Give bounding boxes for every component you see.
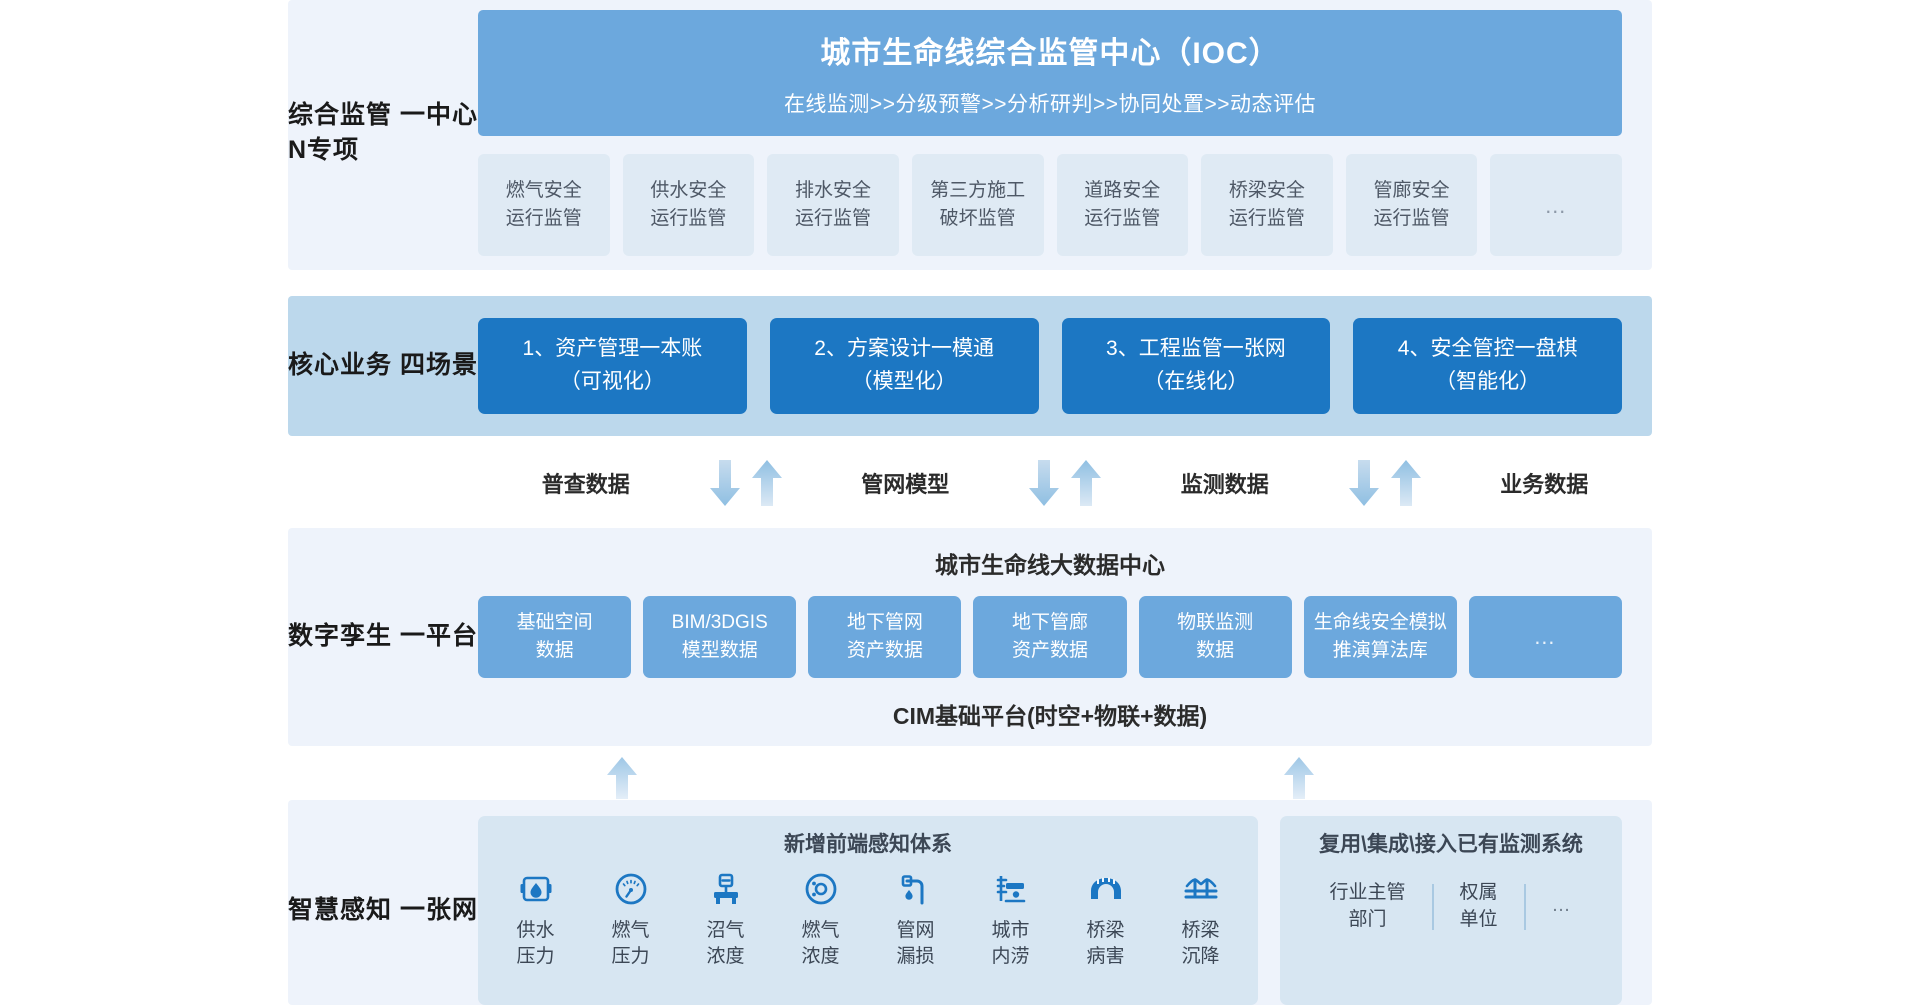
sensor-gas-concentration[interactable]: 燃气 浓度 <box>775 868 867 969</box>
core-scenarios-row: 1、资产管理一本账 （可视化） 2、方案设计一模通 （模型化） 3、工程监管一张… <box>478 318 1622 414</box>
ioc-body: 城市生命线综合监管中心（IOC） 在线监测>>分级预警>>分析研判>>协同处置>… <box>478 10 1622 256</box>
flow-label-business-data: 业务数据 <box>1500 472 1589 497</box>
dataset-underground-pipe-asset[interactable]: 地下管网 资产数据 <box>808 596 962 678</box>
new-front-end-sensing-panel: 新增前端感知体系 供水 压力 <box>478 816 1258 1005</box>
dataset-bim-3dgis-model[interactable]: BIM/3DGIS 模型数据 <box>643 596 797 678</box>
divider <box>1523 883 1526 930</box>
big-data-center-title: 城市生命线大数据中心 <box>935 552 1165 578</box>
band-label-core-business: 核心业务 四场景 <box>288 351 478 380</box>
special-item-road[interactable]: 道路安全 运行监管 <box>1056 154 1189 256</box>
sensor-urban-waterlogging[interactable]: 城市 内涝 <box>965 868 1057 969</box>
flow-label-monitoring-data: 监测数据 <box>1180 472 1269 497</box>
dataset-lifeline-simulation-algorithm-library[interactable]: 生命线安全模拟 推演算法库 <box>1303 596 1457 678</box>
band-digital-twin: 数字孪生 一平台 城市生命线大数据中心 基础空间 数据 BIM/3DGIS 模型… <box>288 528 1652 746</box>
new-sensing-title: 新增前端感知体系 <box>784 833 952 856</box>
existing-item-more[interactable]: … <box>1551 895 1573 917</box>
dataset-more[interactable]: … <box>1468 596 1622 678</box>
sensor-label: 供水 压力 <box>516 920 555 967</box>
special-item-third-party-construction[interactable]: 第三方施工 破坏监管 <box>911 154 1044 256</box>
band-label-digital-twin: 数字孪生 一平台 <box>288 622 478 651</box>
sensor-bridge-settlement[interactable]: 桥梁 沉降 <box>1155 868 1247 969</box>
dataset-basic-spatial[interactable]: 基础空间 数据 <box>478 596 632 678</box>
bridge-damage-icon <box>1088 868 1124 910</box>
special-item-drainage[interactable]: 排水安全 运行监管 <box>767 154 899 256</box>
bridge-settlement-icon <box>1183 868 1219 910</box>
cim-platform-label: CIM基础平台(时空+物联+数据) <box>892 703 1208 729</box>
band-label-smart-sensing: 智慧感知 一张网 <box>288 895 478 924</box>
down-arrow-icon <box>1348 460 1379 506</box>
pipe-leakage-icon <box>899 868 933 910</box>
core-scenario-scheme-design[interactable]: 2、方案设计一模通 （模型化） <box>769 318 1039 414</box>
sensor-label: 管网 漏损 <box>896 920 935 967</box>
core-scenario-safety-control[interactable]: 4、安全管控一盘棋 （智能化） <box>1353 318 1622 414</box>
special-item-gas[interactable]: 燃气安全 运行监管 <box>478 154 610 256</box>
down-arrow-icon <box>1029 460 1059 506</box>
existing-system-panel: 复用\集成\接入已有监测系统 行业主管 部门 权属 单位 … <box>1280 816 1622 1005</box>
sense-body: 新增前端感知体系 供水 压力 <box>478 816 1622 1005</box>
divider <box>1431 883 1434 930</box>
flow-label-pipe-network-model: 管网模型 <box>861 472 950 497</box>
up-arrow-icon <box>1071 460 1101 506</box>
sensor-label: 城市 内涝 <box>991 920 1030 967</box>
existing-system-title: 复用\集成\接入已有监测系统 <box>1319 833 1583 856</box>
sensor-label: 桥梁 病害 <box>1086 920 1125 967</box>
sensor-bridge-damage[interactable]: 桥梁 病害 <box>1060 868 1152 969</box>
sense-columns: 新增前端感知体系 供水 压力 <box>478 816 1622 1005</box>
flow-arrow-pair-1 <box>694 458 798 508</box>
special-items-row: 燃气安全 运行监管 供水安全 运行监管 排水安全 运行监管 第三方施工 破坏监管… <box>478 154 1622 256</box>
gas-concentration-icon <box>804 868 838 910</box>
existing-item-owner-unit[interactable]: 权属 单位 <box>1459 882 1498 930</box>
special-item-bridge[interactable]: 桥梁安全 运行监管 <box>1201 154 1333 256</box>
flow-arrow-pair-3 <box>1333 458 1437 508</box>
sensor-label: 燃气 压力 <box>611 920 650 967</box>
sensor-label: 桥梁 沉降 <box>1181 920 1220 967</box>
gas-pressure-gauge-icon <box>614 868 648 910</box>
sensor-water-pressure[interactable]: 供水 压力 <box>490 868 582 969</box>
sensor-pipe-leakage[interactable]: 管网 漏损 <box>870 868 962 969</box>
core-body: 1、资产管理一本账 （可视化） 2、方案设计一模通 （模型化） 3、工程监管一张… <box>478 318 1622 414</box>
existing-item-industry-authority[interactable]: 行业主管 部门 <box>1329 882 1406 930</box>
twin-body: 城市生命线大数据中心 基础空间 数据 BIM/3DGIS 模型数据 地下管网 资… <box>478 528 1622 746</box>
band-integrated-supervision: 综合监管 一中心 N专项 城市生命线综合监管中心（IOC） 在线监测>>分级预警… <box>288 0 1652 270</box>
ioc-subtitle: 在线监测>>分级预警>>分析研判>>协同处置>>动态评估 <box>783 93 1317 116</box>
sensor-label: 沼气 浓度 <box>706 920 745 967</box>
twin-datasets-row: 基础空间 数据 BIM/3DGIS 模型数据 地下管网 资产数据 地下管廊 资产… <box>478 596 1622 678</box>
sensor-label: 燃气 浓度 <box>801 920 840 967</box>
sensor-gas-pressure[interactable]: 燃气 压力 <box>585 868 677 969</box>
ioc-banner[interactable]: 城市生命线综合监管中心（IOC） 在线监测>>分级预警>>分析研判>>协同处置>… <box>478 10 1622 136</box>
core-scenario-asset-management[interactable]: 1、资产管理一本账 （可视化） <box>478 318 747 414</box>
up-arrow-icon <box>1390 460 1421 506</box>
urban-waterlogging-icon <box>994 868 1028 910</box>
special-item-water-supply[interactable]: 供水安全 运行监管 <box>622 154 755 256</box>
water-pressure-icon <box>519 868 553 910</box>
band-smart-sensing: 智慧感知 一张网 新增前端感知体系 <box>288 800 1652 1005</box>
dataset-utility-tunnel-asset[interactable]: 地下管廊 资产数据 <box>973 596 1127 678</box>
dataset-iot-monitoring[interactable]: 物联监测 数据 <box>1138 596 1292 678</box>
core-scenario-engineering-supervision[interactable]: 3、工程监管一张网 （在线化） <box>1061 318 1331 414</box>
up-arrow-icon <box>751 460 782 506</box>
flow-label-census-data: 普查数据 <box>541 472 630 497</box>
flow-items: 普查数据 管网模型 <box>478 458 1652 508</box>
flow-arrow-pair-2 <box>1013 458 1117 508</box>
band-core-business: 核心业务 四场景 1、资产管理一本账 （可视化） 2、方案设计一模通 （模型化）… <box>288 296 1652 436</box>
special-item-more[interactable]: … <box>1490 154 1622 256</box>
up-arrow-icon-riser-right <box>1284 757 1314 799</box>
down-arrow-icon <box>709 460 740 506</box>
methane-concentration-icon <box>709 868 743 910</box>
sensor-methane-concentration[interactable]: 沼气 浓度 <box>680 868 772 969</box>
band-label-integrated-supervision: 综合监管 一中心 N专项 <box>288 100 478 165</box>
ioc-title: 城市生命线综合监管中心（IOC） <box>820 37 1280 70</box>
sensor-row: 供水 压力 <box>488 868 1248 969</box>
data-flow-row: 普查数据 管网模型 <box>288 444 1652 522</box>
up-arrow-icon-riser-left <box>607 757 637 799</box>
existing-owner-row: 行业主管 部门 权属 单位 … <box>1290 880 1612 933</box>
special-item-utility-tunnel[interactable]: 管廊安全 运行监管 <box>1345 154 1478 256</box>
